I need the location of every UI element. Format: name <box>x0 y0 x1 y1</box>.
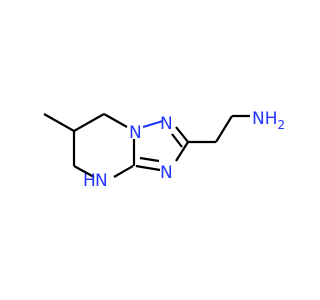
bond-n2-to-c2-a <box>175 126 189 143</box>
bond-c2-to-n3 <box>175 141 189 162</box>
atom-label-n3: N <box>160 163 173 183</box>
atom-label-n1: N <box>129 123 142 143</box>
atom-label-ring-h: H <box>83 171 96 191</box>
bond-c5-to-n4 <box>73 165 95 178</box>
bond-n4-to-c8a <box>113 165 134 178</box>
bond-n2-to-c2-b <box>171 133 183 148</box>
bond-c7-to-n1 <box>103 113 128 128</box>
bond-n3-to-c8a-b <box>139 156 160 163</box>
bond-n1-to-n2 <box>142 119 164 129</box>
atom-label-nh2: NH2 <box>252 109 285 132</box>
bond-methyl-to-c6 <box>43 113 75 132</box>
bond-n3-to-c8a-a <box>135 164 161 172</box>
molecule-structure-diagram: N N N N H NH2 <box>43 109 285 191</box>
bond-ch2-a-to-ch2-b <box>215 115 233 143</box>
bond-c6-to-c7 <box>73 113 105 132</box>
atom-label-n-ring: N <box>95 171 108 191</box>
atom-label-n2: N <box>160 114 173 134</box>
nh2-main-text: NH <box>252 109 278 129</box>
nh2-subscript: 2 <box>278 118 286 132</box>
